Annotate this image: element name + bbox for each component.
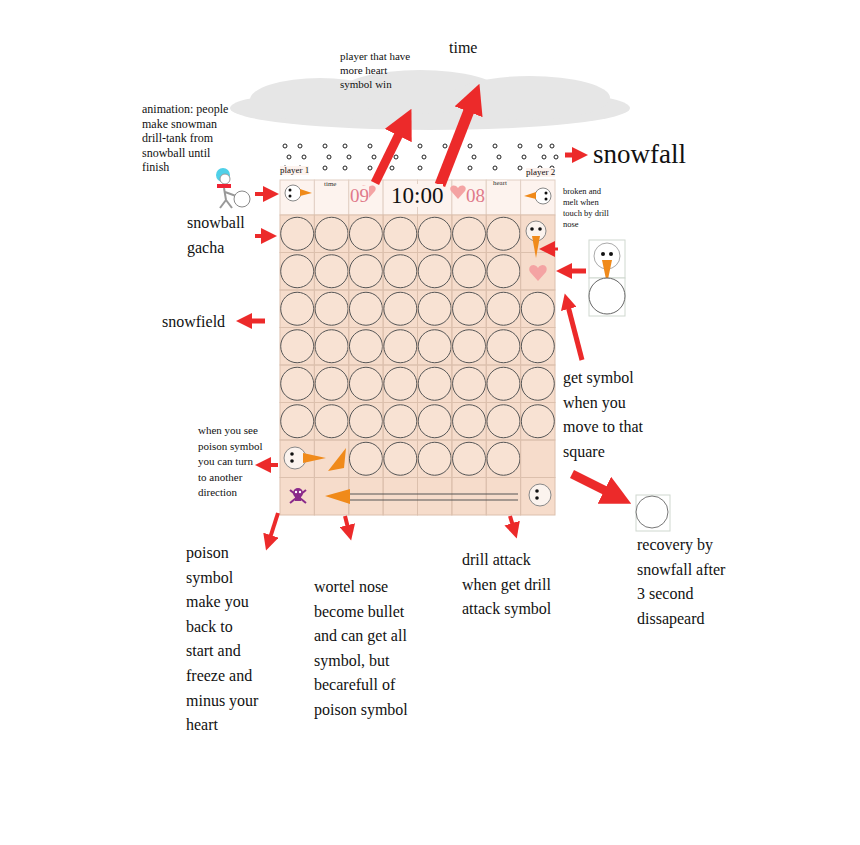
heart-symbol bbox=[529, 265, 546, 281]
annotation-text: wortel nose become bullet and can get al… bbox=[314, 575, 426, 723]
header-band: player 1 time 09 10:00 08 heart player 2 bbox=[280, 166, 555, 215]
annotation-text: poison symbol make you back to start and… bbox=[186, 541, 262, 738]
time-label: time bbox=[324, 181, 336, 188]
timer: 10:00 bbox=[391, 184, 443, 207]
annotation-text: snowfield bbox=[162, 312, 225, 332]
annotation-text: player that have more heart symbol win bbox=[340, 49, 414, 91]
annotation-text: recovery by snowfall after 3 second diss… bbox=[637, 533, 733, 631]
annotation-text: drill attack when get drill attack symbo… bbox=[462, 548, 558, 622]
poison-symbol bbox=[290, 488, 306, 503]
heart-label: heart bbox=[493, 180, 507, 187]
annotation-text: time bbox=[449, 38, 477, 58]
snowman-face bbox=[284, 447, 346, 471]
annotation-text: get symbol when you move to that square bbox=[563, 366, 655, 464]
snowfall-dots bbox=[283, 144, 558, 170]
annotation-text: when you see poison symbol you can turn … bbox=[198, 423, 264, 501]
player-label: player 2 bbox=[526, 168, 555, 177]
heart-count: 08 bbox=[466, 186, 485, 205]
callout-arrows bbox=[249, 108, 608, 538]
annotation-text: broken and melt when touch by drill nose bbox=[563, 186, 615, 230]
snowball bbox=[636, 495, 670, 531]
player-label: player 1 bbox=[280, 166, 309, 175]
annotation-text: snowball gacha bbox=[187, 211, 267, 260]
heart-count: 09 bbox=[350, 186, 369, 205]
header-cells bbox=[280, 180, 555, 215]
snowman-figure bbox=[589, 240, 625, 316]
snowman-face bbox=[325, 484, 551, 506]
annotation-text: snowfall bbox=[593, 138, 686, 170]
cloud bbox=[230, 70, 630, 130]
annotation-text: animation: people make snowman drill-tan… bbox=[142, 102, 234, 175]
person-rolling-snowball bbox=[216, 168, 250, 208]
snowfield-grid bbox=[280, 215, 555, 515]
snowman-face bbox=[526, 221, 546, 258]
